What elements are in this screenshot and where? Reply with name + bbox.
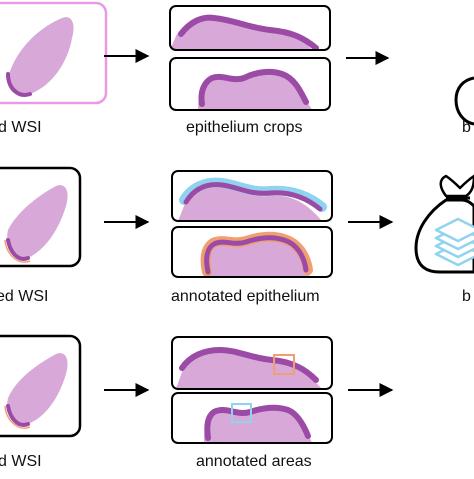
row-3 — [0, 334, 394, 444]
epithelium-edge — [204, 235, 309, 275]
tissue-shape — [198, 71, 312, 110]
epithelium-edge — [198, 68, 309, 107]
tissue-shape — [7, 17, 74, 96]
crops-label-2: annotated epithelium — [171, 288, 320, 305]
tissue-shape — [176, 350, 322, 389]
crop-box-2b — [171, 226, 333, 278]
crops-label-3: annotated areas — [196, 453, 312, 470]
crop-box-3b — [171, 392, 333, 444]
wsi-label-1: d WSI — [0, 119, 42, 136]
epithelium-edge — [183, 182, 323, 212]
output-label-1: b — [462, 119, 471, 136]
row-2 — [0, 166, 474, 278]
wsi-box-1 — [0, 1, 108, 105]
output-label-2: b — [462, 288, 471, 305]
epithelium-edge — [6, 404, 30, 427]
crops-label-1: epithelium crops — [186, 119, 303, 136]
bag-with-stack-icon — [414, 174, 474, 274]
wsi-label-2: ed WSI — [0, 288, 49, 305]
epithelium-edge — [6, 72, 32, 97]
annotation-area-box — [231, 403, 252, 423]
row-1 — [0, 1, 474, 126]
annotation-outline — [4, 405, 31, 429]
epithelium-edge — [178, 14, 319, 50]
wsi-label-3: d WSI — [0, 453, 42, 470]
bag-icon — [454, 76, 474, 126]
annotation-area-box — [273, 354, 295, 375]
bag-knot — [439, 174, 474, 198]
crop-box-1a — [169, 5, 331, 51]
annotation-outline — [4, 239, 31, 263]
stack-icon — [434, 217, 474, 267]
wsi-box-3 — [0, 334, 82, 438]
tissue-shape — [178, 187, 322, 221]
wsi-box-2 — [0, 166, 82, 268]
tissue-shape — [7, 353, 68, 426]
tissue-shape — [206, 239, 310, 277]
tissue-shape — [7, 185, 68, 260]
crop-box-1b — [169, 57, 331, 111]
crop-box-3a — [171, 336, 333, 390]
tissue-shape — [170, 17, 312, 50]
epithelium-edge — [179, 346, 319, 383]
crop-box-2a — [171, 170, 333, 222]
epithelium-edge — [6, 238, 30, 261]
